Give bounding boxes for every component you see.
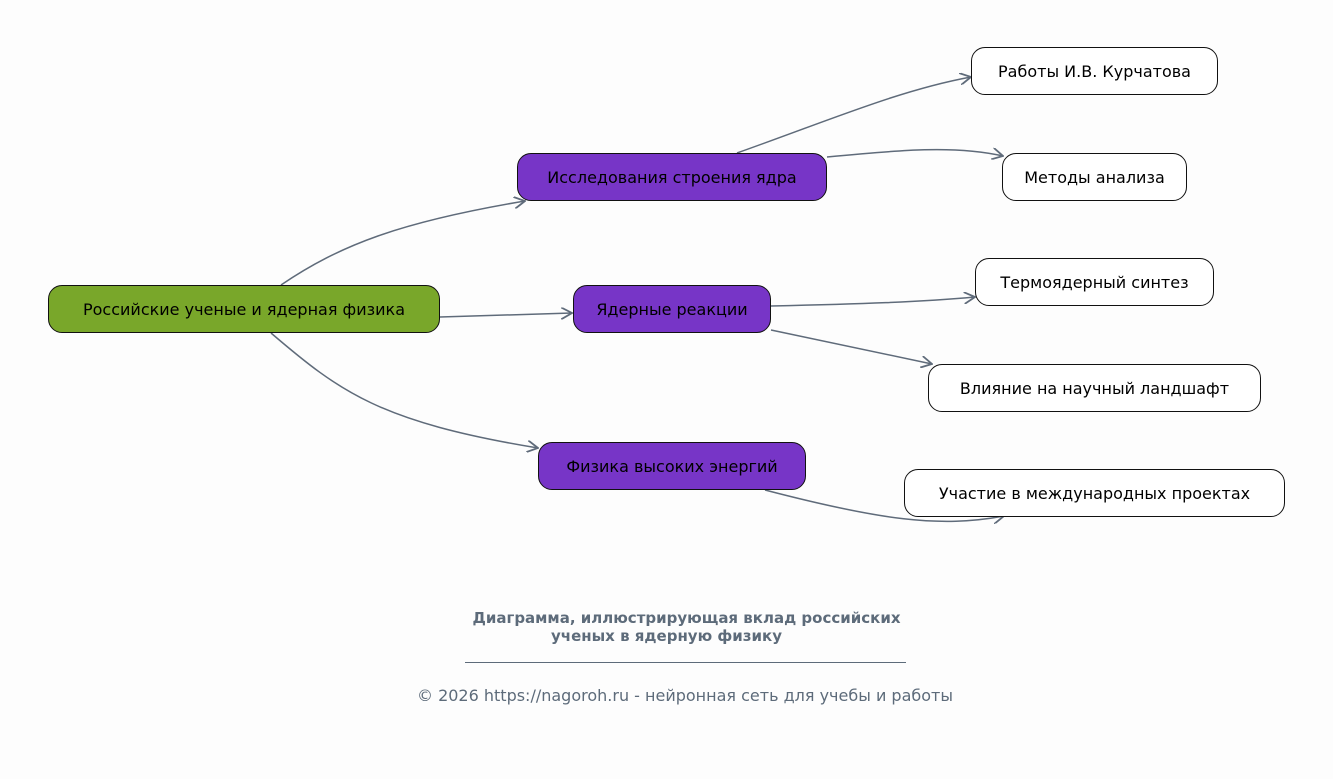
node-label: Ядерные реакции	[596, 299, 748, 319]
node-landscape[interactable]: Влияние на научный ландшафт	[928, 364, 1261, 412]
node-fusion[interactable]: Термоядерный синтез	[975, 258, 1214, 306]
node-label: Влияние на научный ландшафт	[959, 378, 1230, 398]
node-reactions[interactable]: Ядерные реакции	[573, 285, 771, 333]
node-label: Термоядерный синтез	[1000, 272, 1189, 292]
node-methods[interactable]: Методы анализа	[1002, 153, 1187, 201]
edge-root-to-reactions	[439, 313, 572, 317]
node-label: Работы И.В. Курчатова	[998, 61, 1191, 81]
node-label: Российские ученые и ядерная физика	[82, 299, 405, 319]
footer-copyright: © 2026 https://nagoroh.ru - нейронная се…	[416, 686, 953, 705]
caption-line-1: Диаграмма, иллюстрирующая вклад российск…	[472, 609, 901, 627]
node-label: Участие в международных проектах	[938, 483, 1251, 503]
node-label: Методы анализа	[1024, 167, 1165, 187]
edge-reactions-to-landscape	[770, 329, 932, 364]
edge-structure-to-methods	[826, 150, 1003, 157]
node-kurchatov[interactable]: Работы И.В. Курчатова	[971, 47, 1218, 95]
edge-root-to-high-energy	[270, 332, 538, 448]
node-high-energy[interactable]: Физика высоких энергий	[538, 442, 806, 490]
edge-structure-to-kurchatov	[736, 77, 971, 154]
caption-divider	[465, 662, 906, 663]
node-projects[interactable]: Участие в международных проектах	[904, 469, 1285, 517]
caption-line-2: ученых в ядерную физику	[551, 627, 782, 645]
edge-reactions-to-fusion	[770, 297, 975, 307]
node-root[interactable]: Российские ученые и ядерная физика	[48, 285, 440, 333]
edge-root-to-structure	[280, 201, 525, 286]
node-structure[interactable]: Исследования строения ядра	[517, 153, 827, 201]
node-label: Физика высоких энергий	[566, 456, 778, 476]
node-label: Исследования строения ядра	[547, 167, 797, 187]
edge-high-energy-to-projects	[764, 489, 1004, 521]
